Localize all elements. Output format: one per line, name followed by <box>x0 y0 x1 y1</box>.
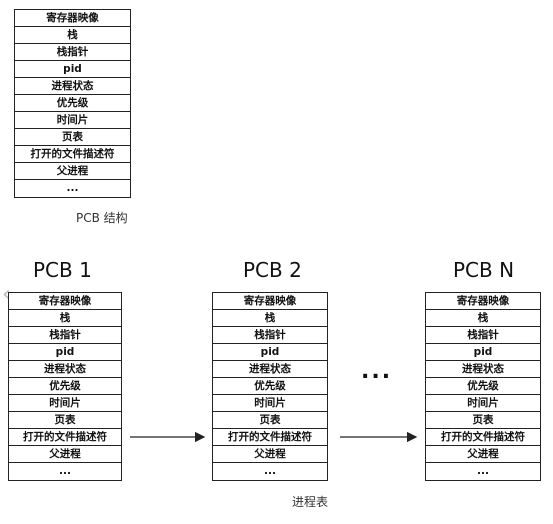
pcb-caption: PCB 结构 <box>76 211 128 225</box>
pcb-field: 栈指针 <box>213 327 327 344</box>
pcb-field: 时间片 <box>426 395 540 412</box>
pcb-field: 栈指针 <box>426 327 540 344</box>
pcb-field: 优先级 <box>15 95 130 112</box>
pcb-field: 时间片 <box>15 112 130 129</box>
pcb-field: 进程状态 <box>9 361 121 378</box>
pcb-title: PCB N <box>453 258 515 282</box>
pcb-field: 栈 <box>15 27 130 44</box>
pcb-field: ... <box>66 182 79 194</box>
pcb-structure-table: 寄存器映像 栈 栈指针 pid 进程状态 优先级 时间片 页表 打开的文件描述符… <box>14 9 131 198</box>
pcb-field: 进程状态 <box>426 361 540 378</box>
pcb-field: pid <box>9 344 121 361</box>
pcb-field: pid <box>15 61 130 78</box>
pcb-field: 优先级 <box>426 378 540 395</box>
pcb-field: 页表 <box>213 412 327 429</box>
pcb-field: 页表 <box>15 129 130 146</box>
pcb-field: ... <box>477 465 489 477</box>
chevron-left-icon[interactable]: ‹ <box>2 282 11 307</box>
pcb-field: 寄存器映像 <box>9 293 121 310</box>
pcb-field: 时间片 <box>213 395 327 412</box>
pcb-block: 寄存器映像 栈 栈指针 pid 进程状态 优先级 时间片 页表 打开的文件描述符… <box>8 292 122 481</box>
pcb-field: 栈 <box>9 310 121 327</box>
pcb-field: 打开的文件描述符 <box>15 146 130 163</box>
pcb-field: 优先级 <box>213 378 327 395</box>
pcb-field: pid <box>426 344 540 361</box>
pcb-field: 栈 <box>426 310 540 327</box>
pcb-field: 寄存器映像 <box>213 293 327 310</box>
pcb-title: PCB 1 <box>33 258 92 282</box>
pcb-field: 打开的文件描述符 <box>213 429 327 446</box>
pcb-field: ... <box>264 465 276 477</box>
pcb-field: 父进程 <box>213 446 327 463</box>
process-table-caption: 进程表 <box>292 495 329 509</box>
pcb-field: 栈指针 <box>9 327 121 344</box>
pcb-field: 父进程 <box>15 163 130 180</box>
pcb-field: 父进程 <box>9 446 121 463</box>
pcb-field: 进程状态 <box>213 361 327 378</box>
pcb-title: PCB 2 <box>243 258 302 282</box>
pcb-field: ... <box>59 465 71 477</box>
pcb-field: 栈 <box>213 310 327 327</box>
pcb-field: 栈指针 <box>15 44 130 61</box>
pcb-field: 寄存器映像 <box>15 10 130 27</box>
ellipsis: ... <box>361 359 393 384</box>
pcb-block: 寄存器映像 栈 栈指针 pid 进程状态 优先级 时间片 页表 打开的文件描述符… <box>212 292 328 481</box>
pcb-field: 优先级 <box>9 378 121 395</box>
pcb-field: 进程状态 <box>15 78 130 95</box>
pcb-field: 打开的文件描述符 <box>426 429 540 446</box>
pcb-field: 打开的文件描述符 <box>9 429 121 446</box>
pcb-field: 页表 <box>9 412 121 429</box>
pcb-field: 时间片 <box>9 395 121 412</box>
pcb-field: 父进程 <box>426 446 540 463</box>
pcb-field: pid <box>213 344 327 361</box>
pcb-field: 页表 <box>426 412 540 429</box>
pcb-field: 寄存器映像 <box>426 293 540 310</box>
pcb-block: 寄存器映像 栈 栈指针 pid 进程状态 优先级 时间片 页表 打开的文件描述符… <box>425 292 541 481</box>
